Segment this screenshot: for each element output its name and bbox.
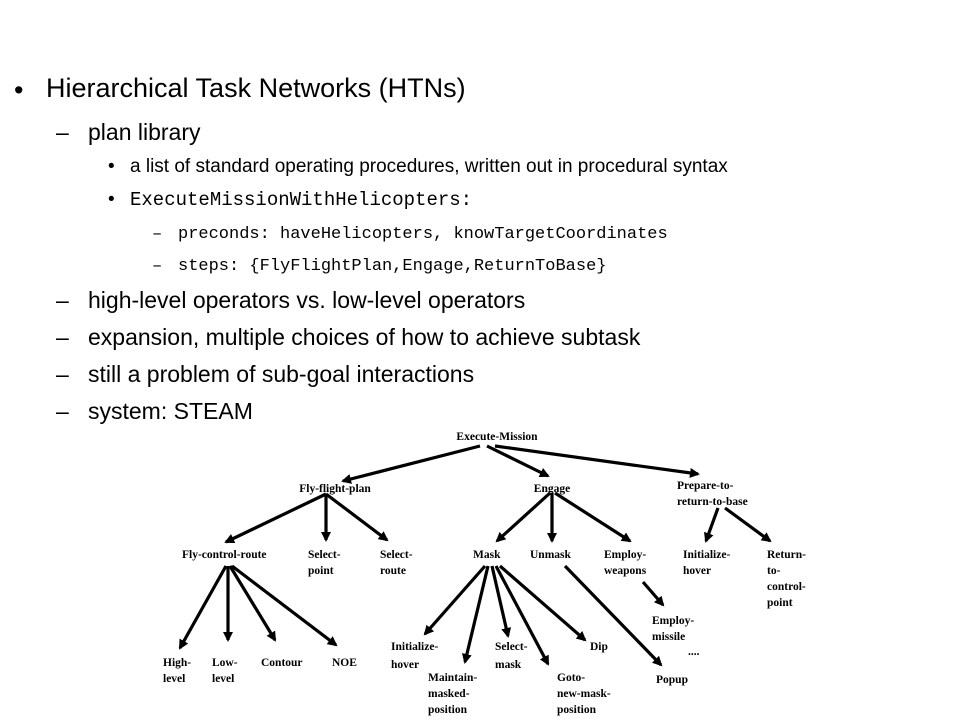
dash-marker: – (56, 287, 69, 313)
expansion-item: expansion, multiple choices of how to ac… (88, 324, 641, 350)
node-popup: Popup (656, 674, 688, 686)
slide-title: Hierarchical Task Networks (HTNs) (46, 73, 466, 103)
bullet-marker: • (108, 189, 115, 210)
node-return-line1: Return- (767, 549, 806, 561)
node-initialize-hover-top-line2: hover (683, 565, 711, 577)
node-contour: Contour (261, 657, 303, 669)
sop-item: a list of standard operating procedures,… (130, 156, 728, 177)
node-initialize-hover-line2: hover (391, 659, 419, 671)
node-noe: NOE (332, 657, 357, 669)
node-engage: Engage (534, 483, 570, 495)
node-execute-mission: Execute-Mission (456, 431, 538, 443)
title-bullet-marker: • (14, 75, 24, 105)
node-goto-line1: Goto- (557, 672, 585, 684)
steps-item: steps: {FlyFlightPlan,Engage,ReturnToBas… (178, 257, 607, 276)
bullet-marker: • (108, 156, 115, 177)
node-goto-line2: new-mask- (557, 688, 611, 700)
node-mask: Mask (473, 549, 501, 561)
tree-edges (178, 444, 772, 667)
node-prepare-line2: return-to-base (677, 496, 748, 508)
node-ellipsis: .... (688, 646, 700, 658)
node-high-level-line1: High- (163, 657, 191, 669)
preconds-item: preconds: haveHelicopters, knowTargetCoo… (178, 225, 668, 244)
node-employ-missile-line1: Employ- (652, 615, 694, 627)
node-return-line3: control- (767, 581, 806, 593)
dash-marker: – (152, 225, 163, 244)
node-low-level-line1: Low- (212, 657, 238, 669)
node-select-point-line1: Select- (308, 549, 341, 561)
dash-marker: – (152, 257, 163, 276)
dash-marker: – (56, 361, 69, 387)
node-low-level-line2: level (212, 673, 234, 685)
node-select-mask-line1: Select- (495, 641, 528, 653)
node-employ-weapons-line2: weapons (604, 565, 647, 577)
node-fly-flight-plan: Fly-flight-plan (299, 483, 371, 495)
node-maintain-line2: masked- (428, 688, 470, 700)
node-employ-weapons-line1: Employ- (604, 549, 646, 561)
node-prepare-line1: Prepare-to- (677, 480, 734, 492)
node-dip: Dip (590, 641, 608, 653)
node-maintain-line3: position (428, 704, 468, 716)
node-select-mask-line2: mask (495, 659, 522, 671)
system-item: system: STEAM (88, 398, 253, 424)
node-high-level-line2: level (163, 673, 185, 685)
node-goto-line3: position (557, 704, 597, 716)
node-initialize-hover-top-line1: Initialize- (683, 549, 730, 561)
node-select-route-line1: Select- (380, 549, 413, 561)
high-low-item: high-level operators vs. low-level opera… (88, 287, 526, 313)
dash-marker: – (56, 119, 69, 145)
node-initialize-hover-line1: Initialize- (391, 641, 438, 653)
node-select-route-line2: route (380, 565, 406, 577)
plan-library-item: plan library (88, 119, 201, 145)
node-return-line4: point (767, 597, 793, 609)
node-fly-control-route: Fly-control-route (182, 549, 267, 561)
node-return-line2: to- (767, 565, 781, 577)
mission-code-item: ExecuteMissionWithHelicopters: (130, 189, 473, 211)
node-employ-missile-line2: missile (652, 631, 685, 643)
node-select-point-line2: point (308, 565, 334, 577)
dash-marker: – (56, 398, 69, 424)
node-maintain-line1: Maintain- (428, 672, 477, 684)
node-unmask: Unmask (530, 549, 572, 561)
dash-marker: – (56, 324, 69, 350)
subgoal-item: still a problem of sub-goal interactions (88, 361, 475, 387)
